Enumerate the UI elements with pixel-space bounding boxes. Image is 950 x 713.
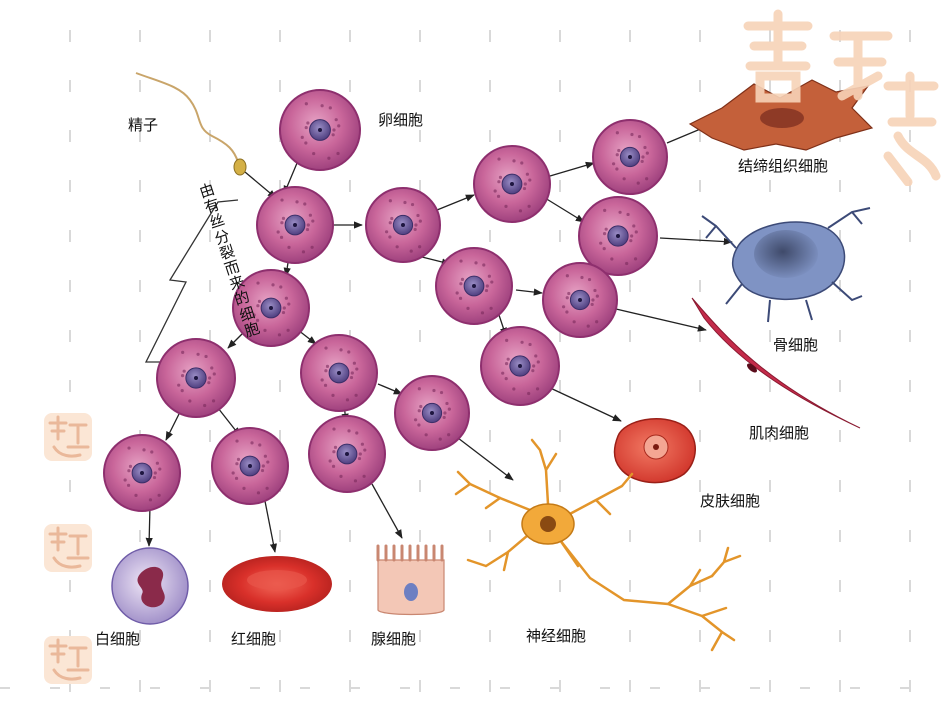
watermark-seal-2 xyxy=(44,524,92,572)
cell xyxy=(211,427,289,505)
cell xyxy=(232,269,310,347)
cell xyxy=(256,186,334,264)
watermark-seal-3 xyxy=(44,636,92,684)
arrow-sperm xyxy=(244,171,277,199)
arrow xyxy=(145,505,153,547)
cell xyxy=(103,434,181,512)
arrow xyxy=(436,194,475,211)
arrow xyxy=(659,237,733,246)
bracket xyxy=(144,199,239,363)
muscle-cell xyxy=(691,297,861,429)
bone-cell xyxy=(701,207,871,323)
label-sperm: 精子 xyxy=(128,116,159,134)
label-red-blood-cell: 红细胞 xyxy=(231,630,277,648)
red-blood-cell xyxy=(222,556,332,612)
lineage-arrows xyxy=(145,119,733,553)
cell-group xyxy=(103,89,668,512)
background-grid xyxy=(0,30,950,713)
cell xyxy=(578,196,658,276)
arrow xyxy=(615,308,707,332)
watermark-logo-art xyxy=(743,9,941,187)
arrow xyxy=(515,288,543,296)
nerve-cell xyxy=(454,438,742,652)
label-bone-cell: 骨细胞 xyxy=(773,336,819,354)
cell xyxy=(300,334,378,412)
cell xyxy=(542,262,618,338)
label-muscle-cell: 肌肉细胞 xyxy=(749,424,810,442)
arrow xyxy=(549,161,595,177)
cell xyxy=(480,326,560,406)
cell xyxy=(394,375,470,451)
label-white-blood-cell: 白细胞 xyxy=(95,630,141,648)
arrow xyxy=(377,383,403,395)
arrow xyxy=(263,495,277,553)
label-skin-cell: 皮肤细胞 xyxy=(700,492,761,510)
cell xyxy=(156,338,236,418)
egg-cell xyxy=(279,89,361,171)
cell xyxy=(473,145,551,223)
label-gland-cell: 腺细胞 xyxy=(371,630,417,648)
cell xyxy=(435,247,513,325)
label-connective-tissue-cell: 结缔组织细胞 xyxy=(738,157,829,175)
cell xyxy=(592,119,668,195)
connective-tissue-cell xyxy=(688,79,874,151)
label-egg: 卵细胞 xyxy=(378,111,424,129)
arrow xyxy=(545,385,622,422)
arrow xyxy=(457,437,514,481)
cell xyxy=(365,187,441,263)
arrow xyxy=(544,197,585,223)
gland-cell xyxy=(376,544,445,616)
cell xyxy=(308,415,386,493)
sperm xyxy=(135,72,247,176)
arrow xyxy=(371,483,403,539)
white-blood-cell xyxy=(111,547,189,625)
skin-cell xyxy=(613,418,696,484)
label-nerve-cell: 神经细胞 xyxy=(526,627,587,645)
watermark-logo xyxy=(738,6,944,187)
watermark-seal-1 xyxy=(44,413,92,461)
